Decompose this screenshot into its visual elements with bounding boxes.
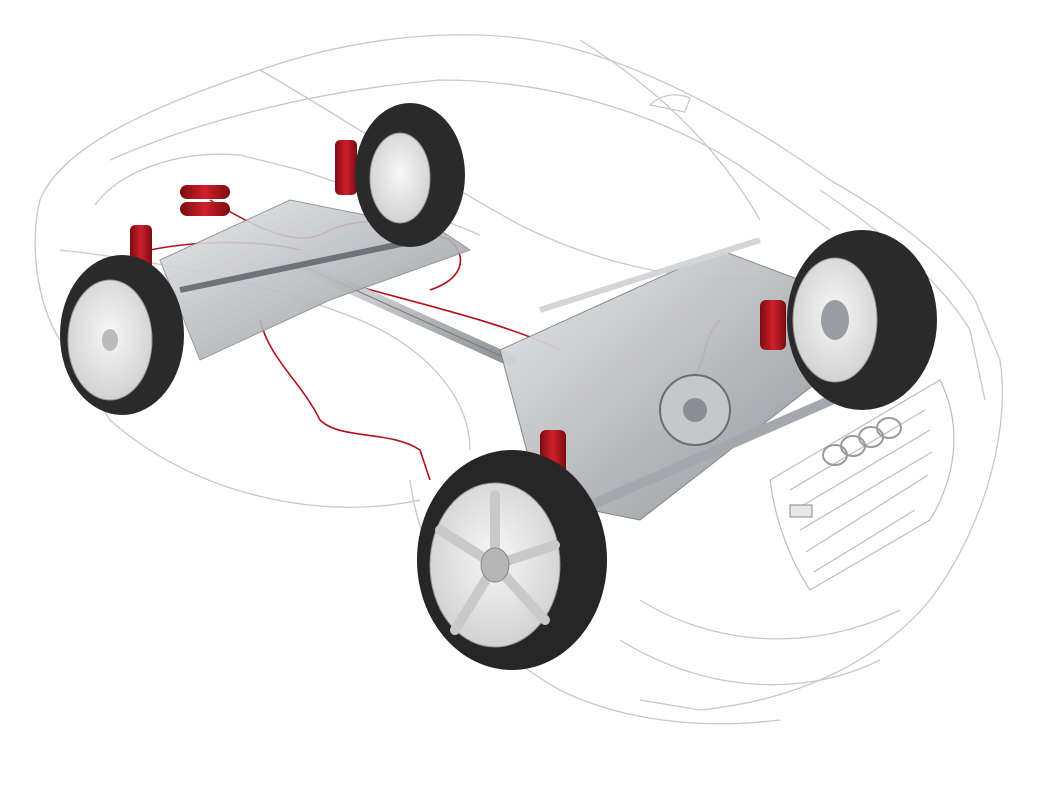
front-right-shock — [760, 300, 786, 350]
front-grille — [769, 379, 955, 591]
wheel-rear-left — [60, 255, 184, 415]
wheel-front-left — [417, 450, 607, 670]
brand-rings-logo — [822, 417, 902, 466]
rs-badge — [789, 504, 813, 518]
wheel-front-right — [787, 230, 937, 410]
rear-right-shock — [335, 140, 357, 195]
wheel-rear-right — [355, 103, 465, 247]
air-reservoir — [180, 185, 230, 216]
